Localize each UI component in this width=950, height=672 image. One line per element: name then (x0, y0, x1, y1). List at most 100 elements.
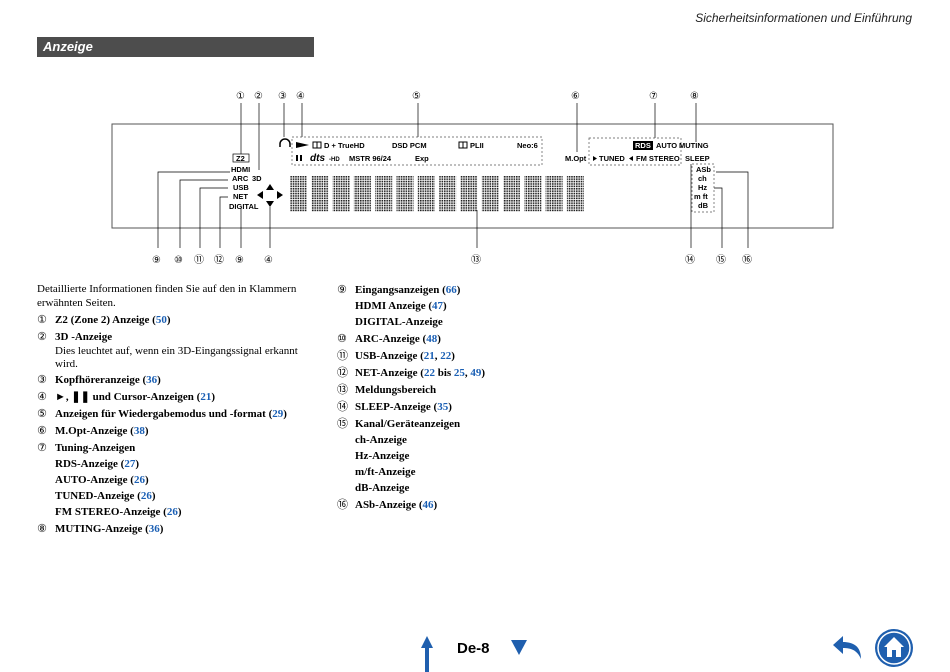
previous-page-arrow-icon[interactable] (421, 636, 433, 672)
page-link[interactable]: 50 (155, 314, 167, 326)
page-link[interactable]: 21 (200, 391, 212, 403)
display-frame (111, 123, 834, 229)
z2-label: Z2 (236, 154, 245, 163)
hz-label: Hz (698, 183, 707, 192)
mft-label: m ft (694, 192, 708, 201)
leader-lines (157, 103, 749, 248)
home-icon[interactable] (874, 628, 914, 668)
neo6-label: Neo:6 (517, 141, 538, 150)
mstr-label: MSTR 96/24 (349, 154, 392, 163)
page-link[interactable]: 26 (133, 474, 145, 486)
asb-label: ASb (696, 165, 711, 174)
matrix-cell (460, 176, 478, 212)
intro-text: Detaillierte Informationen finden Sie au… (37, 283, 297, 309)
callout-9a: ⑨ (152, 255, 161, 266)
dolby-pl-icon (458, 141, 468, 149)
tuned-label: TUNED (599, 154, 625, 163)
callout-2: ② (254, 91, 263, 102)
matrix-cell (481, 176, 499, 212)
page-link[interactable]: 22 (423, 367, 435, 379)
matrix-cell (375, 176, 393, 212)
page-link[interactable]: 49 (470, 367, 482, 379)
headphone-icon (279, 138, 291, 147)
callout-1: ① (236, 91, 245, 102)
format-group-frame (291, 136, 543, 166)
page-header-title: Sicherheitsinformationen und Einführung (695, 11, 912, 25)
callouts-bottom: ⑨ ⑩ ⑪ ⑫ ⑨ ④ ⑬ ⑭ ⑮ ⑯ (152, 254, 752, 266)
page-link[interactable]: 22 (440, 350, 452, 362)
page-link[interactable]: 46 (422, 499, 434, 511)
page-link[interactable]: 38 (133, 425, 145, 437)
db-label: dB (698, 201, 709, 210)
matrix-cell (290, 176, 307, 212)
back-icon[interactable] (831, 632, 867, 664)
dts-logo: dts (310, 153, 325, 164)
section-title-bar: Anzeige (37, 37, 314, 57)
rds-label: RDS (635, 141, 651, 150)
callouts-top: ① ② ③ ④ ⑤ ⑥ ⑦ ⑧ (236, 91, 699, 102)
matrix-cell (439, 176, 457, 212)
callout-13: ⑬ (471, 254, 481, 266)
tuning-group-frame (588, 137, 682, 166)
callout-12: ⑫ (214, 254, 224, 266)
page-link[interactable]: 47 (431, 300, 443, 312)
muting-label: MUTING (679, 141, 709, 150)
dolby-truehd-label: D + TrueHD (324, 141, 365, 150)
page-link[interactable]: 21 (423, 350, 435, 362)
description-left-column: Detaillierte Informationen finden Sie au… (37, 282, 317, 538)
tuned-left-arrow-icon (629, 156, 633, 161)
page-link[interactable]: 48 (426, 333, 438, 345)
page-link[interactable]: 26 (166, 506, 178, 518)
page-link[interactable]: 36 (148, 523, 160, 535)
matrix-cell (311, 176, 329, 212)
callout-14: ⑭ (685, 254, 695, 266)
page-link[interactable]: 27 (124, 458, 136, 470)
callout-4b: ④ (264, 255, 273, 266)
section-title: Anzeige (43, 39, 93, 54)
next-page-arrow-icon[interactable] (510, 638, 528, 656)
channel-group-frame (691, 163, 715, 213)
list-item: ④►, ❚❚ und Cursor-Anzeigen (21) (37, 390, 216, 403)
callout-11: ⑪ (194, 254, 204, 266)
display-diagram: ① ② ③ ④ ⑤ ⑥ ⑦ ⑧ Z2 HDMI ARC 3 (111, 91, 834, 266)
page-link[interactable]: 25 (453, 367, 465, 379)
matrix-cell (396, 176, 414, 212)
page-link[interactable]: 35 (437, 401, 449, 413)
dts-hd-label: -HD (329, 157, 340, 163)
dolby-icon (312, 141, 322, 149)
usb-label: USB (233, 183, 249, 192)
callout-7: ⑦ (649, 91, 658, 102)
callout-3: ③ (278, 91, 287, 102)
net-label: NET (233, 192, 248, 201)
callout-4: ④ (296, 91, 305, 102)
fm-stereo-label: FM STEREO (636, 154, 680, 163)
page-link[interactable]: 29 (272, 408, 284, 420)
3d-label: 3D (252, 174, 262, 183)
cursor-arrows-icon (257, 184, 283, 207)
page-link[interactable]: 36 (146, 374, 158, 386)
sleep-label: SLEEP (685, 154, 710, 163)
matrix-cell (332, 176, 350, 212)
callout-6: ⑥ (571, 91, 580, 102)
play-icon (296, 142, 309, 148)
matrix-cell (503, 176, 520, 212)
callout-16: ⑯ (742, 254, 752, 266)
page-link[interactable]: 66 (445, 284, 457, 296)
callout-10: ⑩ (174, 255, 183, 266)
page-link[interactable]: 26 (140, 490, 152, 502)
matrix-cell (417, 176, 435, 212)
matrix-cell (566, 176, 584, 212)
matrix-cell (524, 176, 542, 212)
